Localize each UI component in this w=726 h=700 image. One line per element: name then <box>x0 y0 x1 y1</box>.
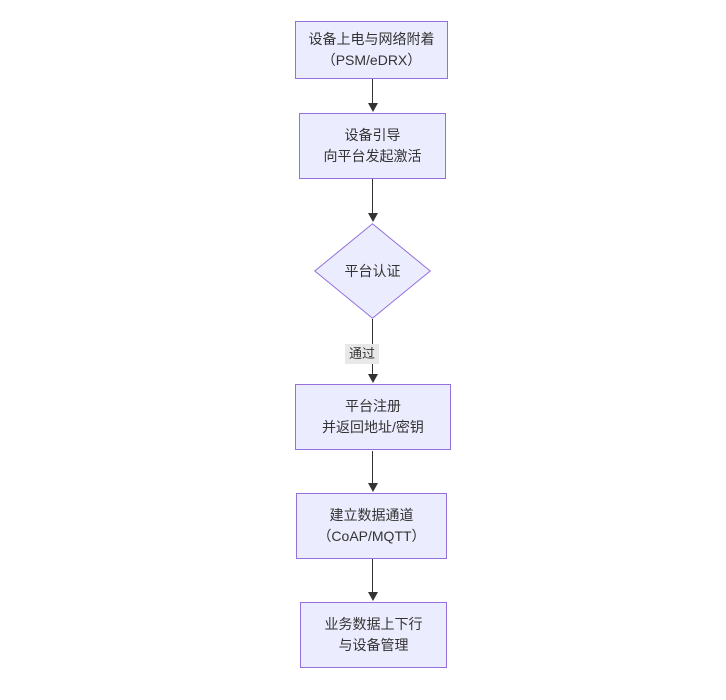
node-device-bootstrap: 设备引导 向平台发起激活 <box>299 113 446 179</box>
edge-label-pass: 通过 <box>345 344 380 364</box>
node-device-power-line1: 设备上电与网络附着 <box>308 31 435 47</box>
diamond-shape-icon <box>314 223 431 319</box>
edge-line <box>372 179 373 213</box>
edge-power-to-bootstrap <box>362 79 383 112</box>
node-platform-auth-line1: 平台认证 <box>344 262 401 279</box>
node-business-data-line1: 业务数据上下行 <box>324 616 423 632</box>
node-platform-register-line2: 并返回地址/密钥 <box>322 419 424 435</box>
edge-line <box>372 559 373 592</box>
node-platform-register-line1: 平台注册 <box>345 398 401 414</box>
node-business-data-line2: 与设备管理 <box>338 637 409 653</box>
arrow-down-icon <box>367 213 378 222</box>
node-data-channel: 建立数据通道 （CoAP/MQTT） <box>296 493 447 559</box>
node-device-bootstrap-line1: 设备引导 <box>344 127 401 143</box>
node-business-data: 业务数据上下行 与设备管理 <box>300 602 447 668</box>
edge-channel-to-business <box>362 559 383 601</box>
edge-bootstrap-to-auth <box>362 179 383 222</box>
edge-line <box>372 451 373 483</box>
arrow-down-icon <box>367 103 378 112</box>
node-device-power-line2: （PSM/eDRX） <box>321 52 422 68</box>
node-data-channel-line2: （CoAP/MQTT） <box>317 528 426 544</box>
node-platform-register: 平台注册 并返回地址/密钥 <box>295 384 451 450</box>
node-device-power: 设备上电与网络附着 （PSM/eDRX） <box>295 21 448 79</box>
arrow-down-icon <box>367 592 378 601</box>
arrow-down-icon <box>367 483 378 492</box>
node-data-channel-line1: 建立数据通道 <box>329 507 414 523</box>
node-platform-auth: 平台认证 <box>314 223 431 319</box>
node-device-bootstrap-line2: 向平台发起激活 <box>323 148 422 164</box>
edge-register-to-channel <box>362 451 383 492</box>
edge-line <box>372 79 373 103</box>
arrow-down-icon <box>367 374 378 383</box>
